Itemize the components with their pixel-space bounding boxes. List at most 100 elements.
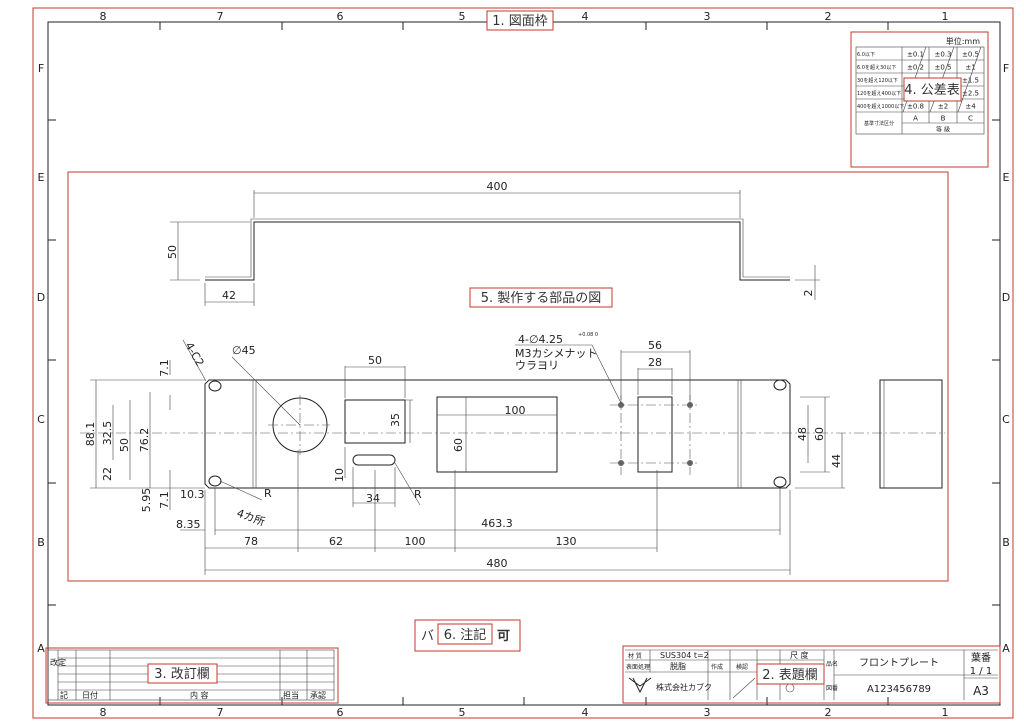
surface-value: 脱脂 [670, 661, 686, 671]
paper-size: A3 [973, 684, 989, 698]
notes-text-left: バ [421, 629, 434, 644]
revision-label: 3. 改訂欄 [154, 666, 210, 682]
dim-78: 78 [244, 535, 258, 548]
zone-row-label: D [1002, 291, 1010, 304]
dim-88-1: 88.1 [84, 422, 97, 447]
tolerance-table: 単位:mm 6.0以下±0.1±0.3±0.56.0を超え30以下±0.2±0.… [850, 31, 989, 168]
zone-column-label: 1 [942, 10, 949, 23]
dim-44: 44 [830, 454, 843, 468]
hole-callout: 4-∅4.25 [518, 333, 563, 346]
notes-area: バ 可 6. 注記 [414, 619, 521, 652]
dim-32-5: 32.5 [101, 421, 114, 446]
tolerance-value: ±0.5 [962, 51, 979, 59]
sheet-label: 葉番 [971, 651, 991, 664]
radius-label-left: R [264, 487, 272, 500]
zone-row-label: A [1002, 642, 1010, 655]
dim-phi-45: ∅45 [232, 344, 256, 357]
revision-side-label: 改定 [50, 657, 66, 667]
revision-person-header: 担当 [283, 690, 299, 700]
tolerance-range: 120を超え400以下 [857, 90, 901, 97]
outer-frame [32, 7, 1014, 719]
dim-463-3: 463.3 [481, 517, 513, 530]
dim-28: 28 [648, 356, 662, 369]
zone-row-label: E [38, 171, 45, 184]
zone-column-label: 1 [942, 706, 949, 719]
title-block-label: 2. 表題欄 [762, 667, 818, 683]
dim-10-3: 10.3 [180, 488, 205, 501]
tolerance-range: 30を超え120以下 [857, 77, 898, 84]
dim-60-rect: 60 [452, 438, 465, 452]
dim-50-rect: 50 [368, 354, 382, 367]
dim-8-35: 8.35 [176, 518, 201, 531]
tolerance-range: 400を超え1000以下 [857, 103, 904, 110]
top-view: 400 50 42 2 [166, 180, 820, 306]
zone-row-label: E [1003, 171, 1010, 184]
zone-column-label: 5 [459, 10, 466, 23]
zone-row-label: D [37, 291, 45, 304]
company-name: 株式会社カブク [656, 682, 712, 692]
front-view [80, 379, 945, 489]
revision-block: 改定 記 日付 内 容 担当 承認 3. 改訂欄 [45, 647, 339, 704]
scale-label: 尺 度 [790, 650, 809, 660]
grade-header: 等 級 [936, 126, 950, 134]
dim-34: 34 [366, 492, 380, 505]
tolerance-value: ±1.5 [962, 77, 979, 85]
checked-label: 検認 [736, 663, 748, 671]
grade-label: B [941, 115, 946, 123]
nut-note: M3カシメナット [515, 347, 598, 360]
zone-ticks [48, 22, 1000, 705]
part-label: 5. 製作する部品の図 [481, 291, 602, 306]
notes-label: 6. 注記 [444, 627, 487, 643]
zone-row-label: F [38, 62, 44, 75]
frame-label-box [486, 10, 554, 31]
tolerance-value: ±1 [965, 64, 975, 72]
zone-row-label: B [37, 536, 45, 549]
grade-label: C [968, 115, 973, 123]
sheet-number: 1 / 1 [970, 666, 992, 677]
zone-row-label: B [1002, 536, 1010, 549]
notes-text-right: 可 [497, 629, 510, 644]
tolerance-value: ±2.5 [962, 90, 979, 98]
dim-100-rect: 100 [505, 404, 526, 417]
dim-10: 10 [333, 468, 346, 482]
zone-row-label: C [37, 413, 45, 426]
dim-480: 480 [487, 557, 508, 570]
unit-label: 単位:mm [946, 36, 980, 46]
surface-label: 表面処理 [626, 663, 650, 671]
dim-42: 42 [222, 289, 236, 302]
zone-column-label: 8 [100, 706, 107, 719]
tolerance-value: ±0.1 [907, 51, 924, 59]
zone-column-label: 6 [337, 706, 344, 719]
zone-column-label: 3 [704, 10, 711, 23]
material-value: SUS304 t=2 [660, 651, 709, 660]
dim-2: 2 [802, 290, 815, 297]
part-drawing-area [67, 171, 949, 582]
zone-column-label: 7 [217, 706, 224, 719]
zone-column-label: 8 [100, 10, 107, 23]
zone-column-label: 5 [459, 706, 466, 719]
title-block: 材 質 SUS304 t=2 表面処理 脱脂 作成 検認 尺 度 株式会社カブク… [622, 645, 1001, 704]
zone-row-label: A [37, 642, 45, 655]
part-name: フロントプレート [859, 657, 939, 669]
revision-content-header: 内 容 [190, 690, 209, 700]
dim-400: 400 [487, 180, 508, 193]
radius-label-slot: R [414, 488, 422, 501]
dim-60-right: 60 [813, 427, 826, 441]
frame-label: 1. 図面枠 [492, 14, 548, 29]
zone-column-label: 6 [337, 10, 344, 23]
hole-tolerance: +0.08 0 [578, 332, 598, 338]
dim-76-2: 76.2 [138, 428, 151, 453]
chamfer-note: 4-C2 [182, 340, 206, 369]
nut-side-note: ウラヨリ [515, 359, 559, 372]
revision-date-header: 日付 [82, 690, 98, 700]
dim-50: 50 [166, 245, 179, 259]
dim-50-left: 50 [118, 438, 131, 452]
tolerance-header: 基準寸法区分 [864, 120, 894, 127]
dim-130: 130 [556, 535, 577, 548]
revision-mark-header: 記 [60, 690, 68, 700]
tolerance-value: ±0.3 [935, 51, 952, 59]
zone-column-label: 2 [825, 706, 832, 719]
